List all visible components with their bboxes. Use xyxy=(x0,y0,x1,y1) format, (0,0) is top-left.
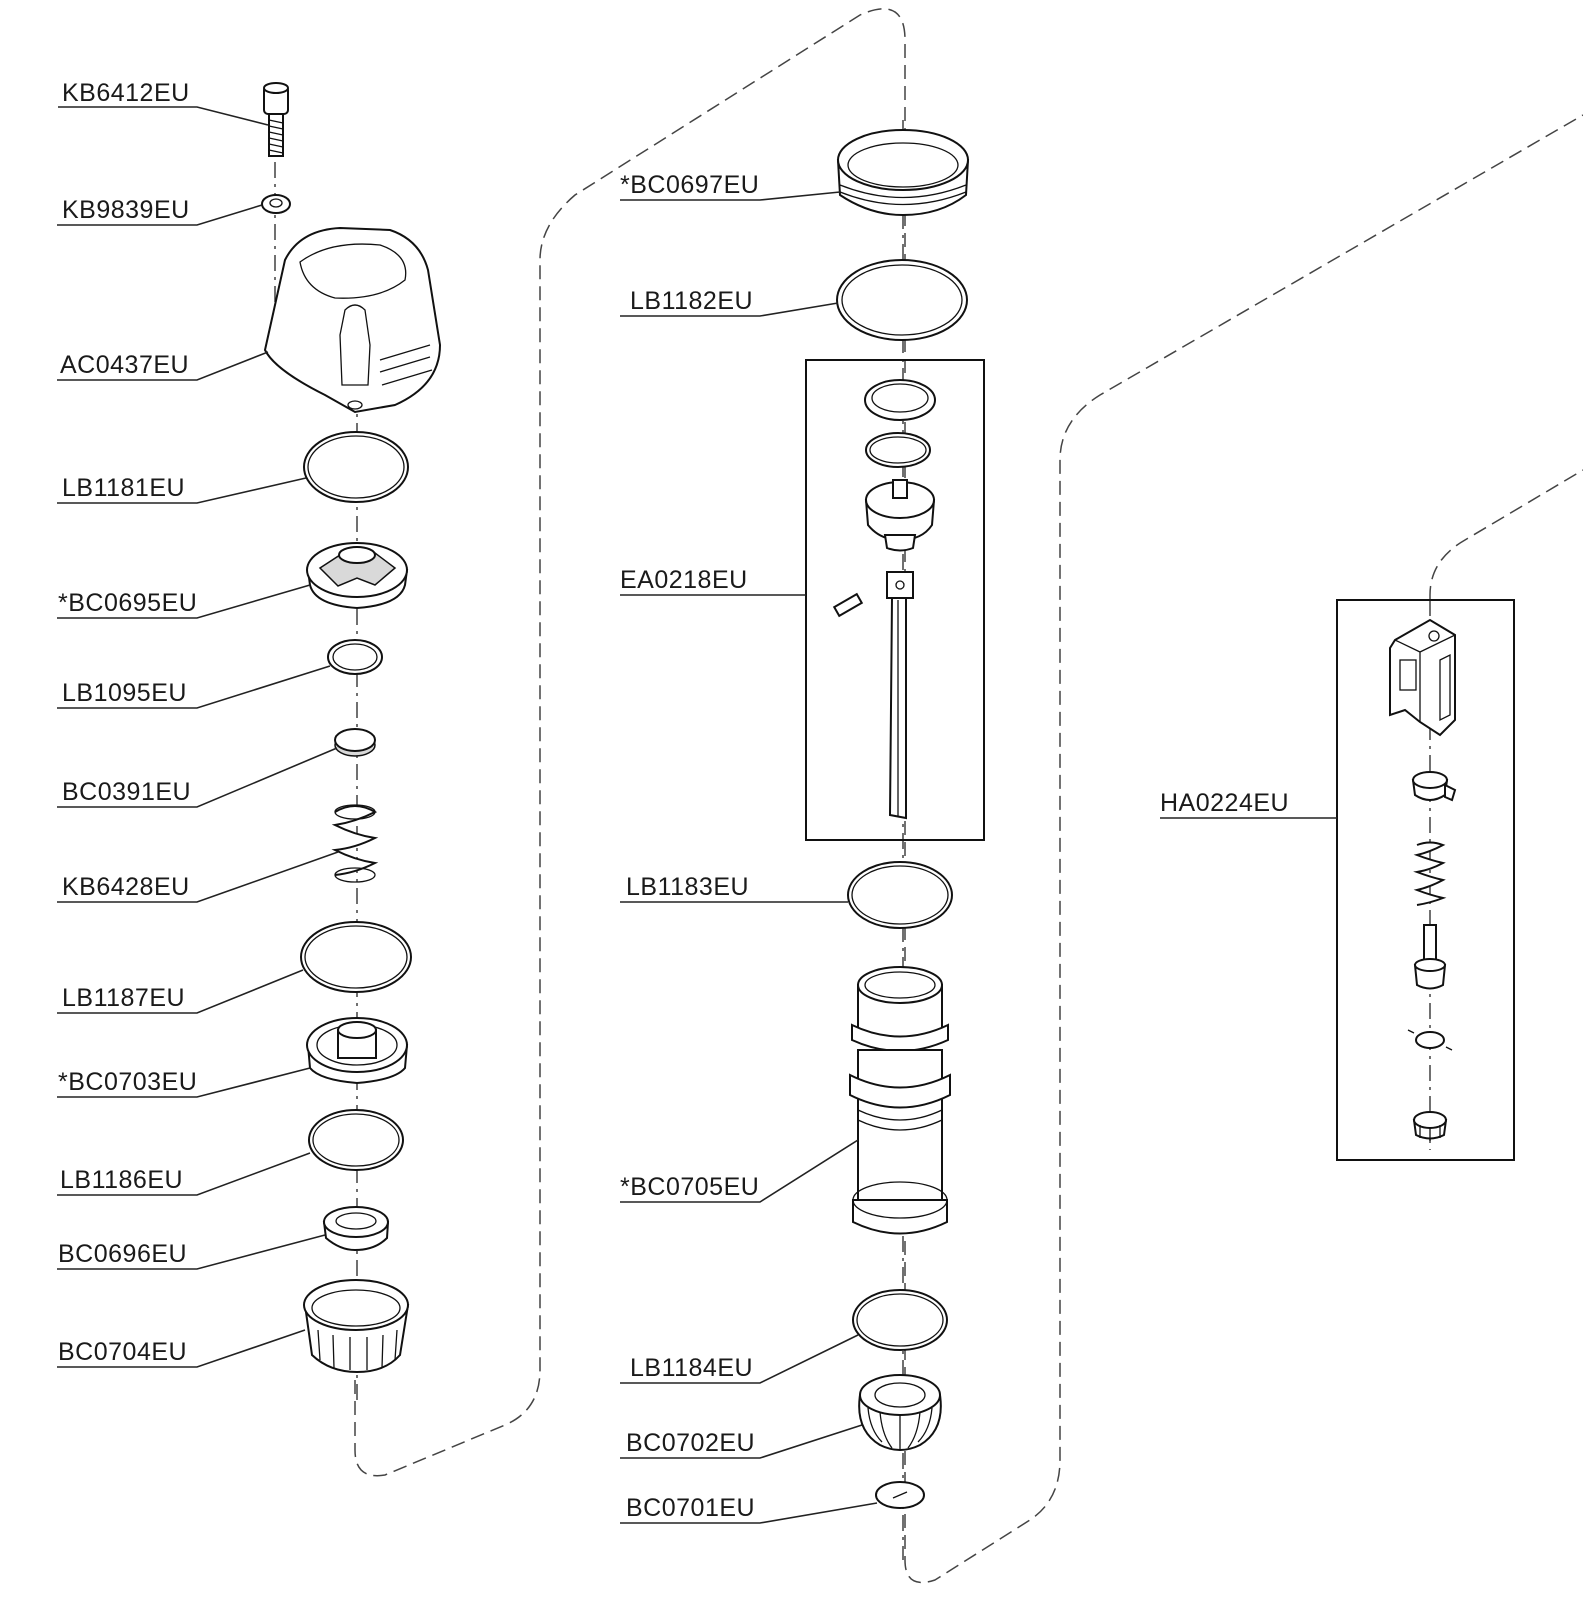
o-ring-lb1095 xyxy=(327,639,383,675)
label-kb6412eu: KB6412EU xyxy=(62,79,190,107)
label-bc0696eu: BC0696EU xyxy=(58,1240,187,1268)
label-bc0391eu: BC0391EU xyxy=(62,778,191,806)
label-lb1184eu: LB1184EU xyxy=(630,1354,753,1382)
washer-kb9839 xyxy=(261,194,291,214)
cap-bc0701 xyxy=(875,1481,925,1509)
assembly-boundaries xyxy=(354,8,1583,1584)
ha0224-kit-frame xyxy=(1336,599,1515,1161)
leader-lines xyxy=(57,106,1337,1524)
label-lb1187eu: LB1187EU xyxy=(62,984,185,1012)
cartridge-bc0705 xyxy=(849,966,951,1235)
label-bc0705eu: *BC0705EU xyxy=(620,1173,759,1201)
label-bc0702eu: BC0702EU xyxy=(626,1429,755,1457)
ring-nut-bc0697 xyxy=(836,129,970,217)
part-labels: KB6412EU KB9839EU AC0437EU LB1181EU *BC0… xyxy=(58,79,1289,1522)
valve-seat-bc0695 xyxy=(306,542,409,610)
piston-bc0703 xyxy=(306,1017,409,1085)
o-ring-lb1186 xyxy=(308,1109,404,1171)
label-bc0695eu: *BC0695EU xyxy=(58,589,197,617)
o-ring-lb1183 xyxy=(847,861,953,929)
nut-bc0696 xyxy=(322,1206,390,1252)
label-kb9839eu: KB9839EU xyxy=(62,196,190,224)
label-lb1183eu: LB1183EU xyxy=(626,873,749,901)
label-ha0224eu: HA0224EU xyxy=(1160,789,1289,817)
ea0218-kit-frame xyxy=(805,359,985,841)
knob-bc0702 xyxy=(858,1374,942,1451)
o-ring-lb1182 xyxy=(836,259,968,341)
label-ea0218eu: EA0218EU xyxy=(620,566,748,594)
label-bc0701eu: BC0701EU xyxy=(626,1494,755,1522)
disc-bc0391 xyxy=(334,728,376,757)
cap-ac0437 xyxy=(263,226,442,414)
ring-nut-bc0704 xyxy=(303,1279,410,1374)
spring-kb6428 xyxy=(331,804,379,883)
label-bc0703eu: *BC0703EU xyxy=(58,1068,197,1096)
label-lb1095eu: LB1095EU xyxy=(62,679,187,707)
valve-assembly-ea0218 xyxy=(805,359,985,841)
label-lb1181eu: LB1181EU xyxy=(62,474,185,502)
label-bc0697eu: *BC0697EU xyxy=(620,171,759,199)
label-ac0437eu: AC0437EU xyxy=(60,351,189,379)
valve-kit-ha0224 xyxy=(1336,599,1515,1161)
label-bc0704eu: BC0704EU xyxy=(58,1338,187,1366)
o-ring-lb1181 xyxy=(303,431,409,503)
o-ring-lb1184 xyxy=(852,1289,948,1351)
screw-kb6412 xyxy=(263,82,289,157)
label-lb1182eu: LB1182EU xyxy=(630,287,753,315)
o-ring-lb1187 xyxy=(300,921,412,993)
label-kb6428eu: KB6428EU xyxy=(62,873,190,901)
label-lb1186eu: LB1186EU xyxy=(60,1166,183,1194)
